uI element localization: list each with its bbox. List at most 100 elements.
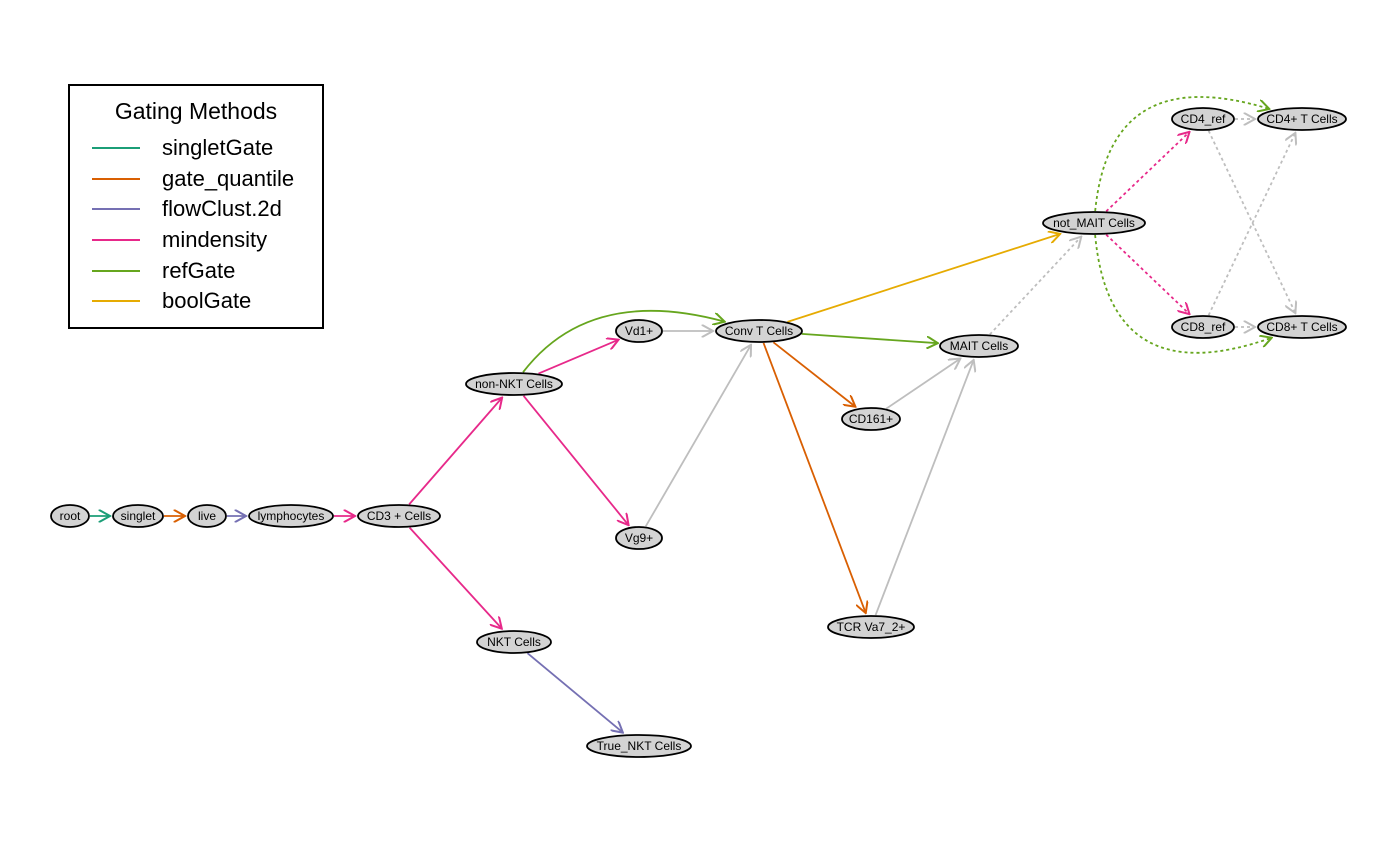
legend-label: singletGate	[162, 135, 274, 160]
edge-nkt-to-truenkt	[526, 652, 622, 732]
legend-swatch	[92, 270, 140, 272]
node-label: Vd1+	[625, 324, 653, 338]
legend-swatch	[92, 300, 140, 302]
node-label: CD4+ T Cells	[1266, 112, 1337, 126]
edge-notmait-to-cd8t	[1094, 234, 1272, 354]
node-label: CD161+	[849, 412, 893, 426]
edge-cd161-to-mait	[885, 359, 960, 410]
legend-item-mindensity: mindensity	[92, 225, 267, 255]
legend-swatch	[92, 147, 140, 149]
edge-nonnkt-to-convt	[522, 309, 725, 373]
legend-item-singletgate: singletGate	[92, 133, 273, 163]
node-label: NKT Cells	[487, 635, 541, 649]
node-label: CD8+ T Cells	[1266, 320, 1337, 334]
node-shape	[248, 504, 334, 528]
node-shape	[827, 615, 915, 639]
legend-item-gate-quantile: gate_quantile	[92, 164, 294, 194]
node-shape	[715, 319, 803, 343]
node-cd4t: CD4+ T Cells	[1257, 107, 1347, 131]
node-label: root	[60, 509, 81, 523]
node-shape	[1257, 315, 1347, 339]
legend-swatch	[92, 178, 140, 180]
node-shape	[187, 504, 227, 528]
legend-item-refgate: refGate	[92, 256, 235, 286]
node-label: CD4_ref	[1181, 112, 1226, 126]
node-mait: MAIT Cells	[939, 334, 1019, 358]
node-shape	[465, 372, 563, 396]
node-tcrva: TCR Va7_2+	[827, 615, 915, 639]
node-convt: Conv T Cells	[715, 319, 803, 343]
edge-convt-to-notmait	[787, 234, 1060, 323]
edge-convt-to-tcrva	[762, 342, 866, 613]
edge-vg9-to-convt	[644, 345, 751, 527]
edge-nonnkt-to-vg9	[522, 395, 629, 525]
node-label: not_MAIT Cells	[1053, 216, 1135, 230]
legend-label: flowClust.2d	[162, 196, 282, 221]
node-label: Vg9+	[625, 531, 653, 545]
edge-convt-to-cd161	[772, 341, 855, 406]
legend-label: gate_quantile	[162, 166, 295, 191]
node-shape	[357, 504, 441, 528]
legend-label: mindensity	[162, 227, 268, 252]
node-shape	[939, 334, 1019, 358]
node-shape	[1171, 315, 1235, 339]
node-vd1: Vd1+	[615, 319, 663, 343]
node-shape	[615, 319, 663, 343]
edges-layer	[90, 96, 1296, 733]
edge-notmait-to-cd4t	[1094, 96, 1269, 212]
node-nonnkt: non-NKT Cells	[465, 372, 563, 396]
edge-tcrva-to-mait	[874, 360, 974, 616]
node-shape	[112, 504, 164, 528]
node-cd3: CD3 + Cells	[357, 504, 441, 528]
nodes-layer: root singlet live lymphocytes CD3 + Cells non…	[50, 107, 1347, 758]
edge-notmait-to-cd8ref	[1105, 234, 1189, 314]
legend-swatch	[92, 208, 140, 210]
legend: Gating Methods singletGate gate_quantile…	[68, 84, 324, 329]
node-cd8ref: CD8_ref	[1171, 315, 1235, 339]
node-shape	[50, 504, 90, 528]
node-cd161: CD161+	[841, 407, 901, 431]
node-shape	[586, 734, 692, 758]
node-label: MAIT Cells	[950, 339, 1008, 353]
legend-item-flowclust: flowClust.2d	[92, 194, 282, 224]
node-root: root	[50, 504, 90, 528]
node-notmait: not_MAIT Cells	[1042, 211, 1146, 235]
node-shape	[615, 526, 663, 550]
node-live: live	[187, 504, 227, 528]
node-label: lymphocytes	[258, 509, 325, 523]
node-label: CD8_ref	[1181, 320, 1226, 334]
node-lymphocytes: lymphocytes	[248, 504, 334, 528]
edge-mait-to-notmait	[989, 237, 1081, 336]
node-shape	[1042, 211, 1146, 235]
edge-cd3-to-nkt	[408, 527, 502, 629]
edge-cd3-to-nonnkt	[408, 398, 502, 505]
node-singlet: singlet	[112, 504, 164, 528]
legend-label: boolGate	[162, 288, 252, 313]
node-label: CD3 + Cells	[367, 509, 431, 523]
node-label: True_NKT Cells	[597, 739, 682, 753]
node-shape	[1171, 107, 1235, 131]
legend-title: Gating Methods	[114, 98, 278, 124]
edge-notmait-to-cd4ref	[1105, 132, 1189, 212]
edge-convt-to-mait	[801, 333, 938, 343]
node-truenkt: True_NKT Cells	[586, 734, 692, 758]
node-shape	[841, 407, 901, 431]
node-shape	[476, 630, 552, 654]
node-label: singlet	[121, 509, 156, 523]
node-cd8t: CD8+ T Cells	[1257, 315, 1347, 339]
node-label: TCR Va7_2+	[837, 620, 906, 634]
legend-swatch	[92, 239, 140, 241]
edge-cd4ref-to-cd8t	[1207, 130, 1296, 313]
node-nkt: NKT Cells	[476, 630, 552, 654]
node-label: live	[198, 509, 216, 523]
edge-cd8ref-to-cd4t	[1207, 133, 1296, 316]
node-label: Conv T Cells	[725, 324, 793, 338]
node-vg9: Vg9+	[615, 526, 663, 550]
edge-nonnkt-to-vd1	[538, 340, 619, 375]
node-cd4ref: CD4_ref	[1171, 107, 1235, 131]
legend-item-boolgate: boolGate	[92, 286, 251, 316]
legend-label: refGate	[162, 258, 236, 283]
node-shape	[1257, 107, 1347, 131]
node-label: non-NKT Cells	[475, 377, 553, 391]
